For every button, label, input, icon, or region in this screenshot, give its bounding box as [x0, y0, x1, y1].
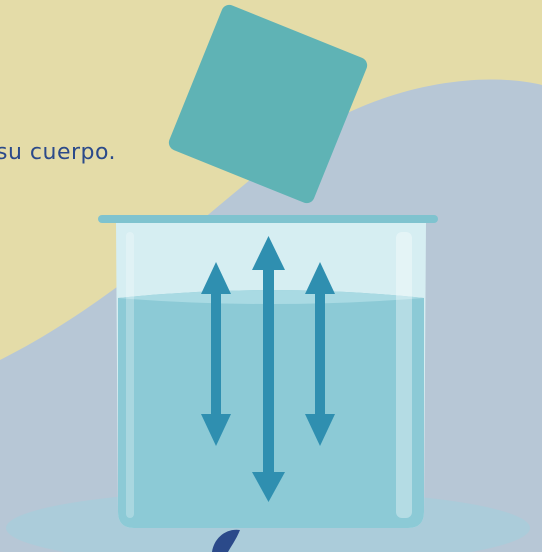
force-arrows [201, 236, 335, 502]
cube-icon [168, 4, 368, 204]
double-arrow-icon [305, 262, 335, 446]
double-arrow-icon [201, 262, 231, 446]
caption-text: su cuerpo. [0, 140, 117, 165]
decorative-script-stroke [212, 529, 240, 552]
double-arrow-icon [252, 236, 285, 502]
